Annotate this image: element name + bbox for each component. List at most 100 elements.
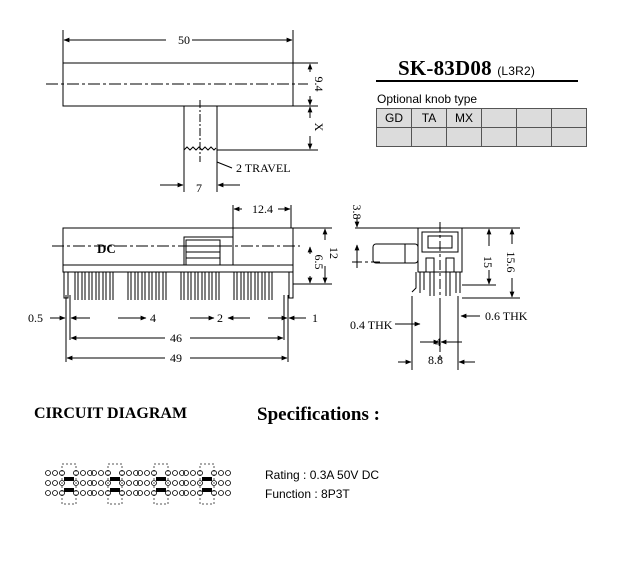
spec-function: Function : 8P3T [265,487,350,501]
pin [127,272,132,300]
pin [88,272,93,300]
dc-label: DC [97,241,116,256]
contact-terminal [105,490,111,496]
contact-terminal [225,470,231,476]
contact-terminal [80,490,86,496]
knob-type-cell [481,108,517,128]
contact-terminal [133,490,139,496]
contact-terminal [87,470,93,476]
contact-terminal [80,480,86,486]
contact-terminal [165,470,171,476]
switch-pole-group [91,463,139,505]
dim-12-4-text: 12.4 [252,202,273,216]
pin [81,272,86,300]
contact-terminal [151,490,157,496]
contact-bar [64,488,74,492]
circuit-diagram-title: CIRCUIT DIAGRAM [34,405,188,422]
contact-terminal [183,490,189,496]
contact-terminal [87,480,93,486]
pole-outline [107,463,123,505]
pole-outline [153,463,169,505]
contact-terminal [59,490,65,496]
dim-4-text: 4 [150,311,156,325]
contact-bar [156,477,166,481]
contact-terminal [119,470,125,476]
contact-terminal [172,470,178,476]
pin [261,272,266,300]
pin [194,272,199,300]
pole-outline [61,463,77,505]
contact-terminal [144,470,150,476]
switch-pole-group [45,463,93,505]
contact-terminal [119,480,125,486]
contact-terminal [52,490,58,496]
dim-3-8-text: 3.8 [350,205,364,220]
contact-terminal [197,480,203,486]
contact-terminal [179,490,185,496]
contact-terminal [59,480,65,486]
knob-type-label: Optional knob type [377,92,478,106]
knob-type-cell [481,127,517,147]
contact-terminal [73,480,79,486]
contact-terminal [211,490,217,496]
knob-type-cell [376,127,412,147]
specifications-title: Specifications : [257,404,380,425]
dim-2-text: 2 [217,311,223,325]
pin [95,272,100,300]
contact-bar [156,488,166,492]
pin-row [63,272,294,300]
pin [141,272,146,300]
spec-rating: Rating : 0.3A 50V DC [265,468,380,482]
contact-terminal [165,490,171,496]
contact-terminal [218,490,224,496]
contact-terminal [98,480,104,486]
knob-type-cell: TA [411,108,447,128]
contact-terminal [218,480,224,486]
knob-type-cell [551,108,587,128]
pin [74,272,79,300]
side-knob [372,243,419,264]
pin [268,272,273,300]
contact-terminal [98,490,104,496]
contact-terminal [137,480,143,486]
contact-terminal [190,490,196,496]
dim-1-text: 1 [312,311,318,325]
knob-type-cell [516,127,552,147]
contact-terminal [172,490,178,496]
travel-text: 2 TRAVEL [236,161,291,175]
pin [254,272,259,300]
contact-bar [64,477,74,481]
contact-terminal [225,490,231,496]
dim-x-text: X [312,123,326,132]
knob-type-cell: GD [376,108,412,128]
contact-terminal [133,470,139,476]
contact-terminal [45,480,51,486]
contact-terminal [211,480,217,486]
contact-terminal [144,480,150,486]
contact-terminal [52,470,58,476]
knob-type-cell [551,127,587,147]
pin [208,272,213,300]
contact-terminal [197,490,203,496]
pin [215,272,220,300]
front-view [50,205,332,362]
circuit-diagram-symbols [45,463,231,505]
dim-15-6-text: 15.6 [504,252,518,273]
pin [109,272,114,300]
contact-terminal [59,470,65,476]
contact-terminal [151,470,157,476]
contact-terminal [137,490,143,496]
dim-46-text: 46 [170,331,182,345]
pin [180,272,185,300]
contact-terminal [165,480,171,486]
contact-terminal [91,490,97,496]
contact-terminal [87,490,93,496]
contact-bar [202,488,212,492]
dim-12-text: 12 [327,247,341,259]
pole-outline [199,463,215,505]
contact-terminal [45,490,51,496]
switch-pole-group [183,463,231,505]
pin [162,272,167,300]
contact-terminal [80,470,86,476]
